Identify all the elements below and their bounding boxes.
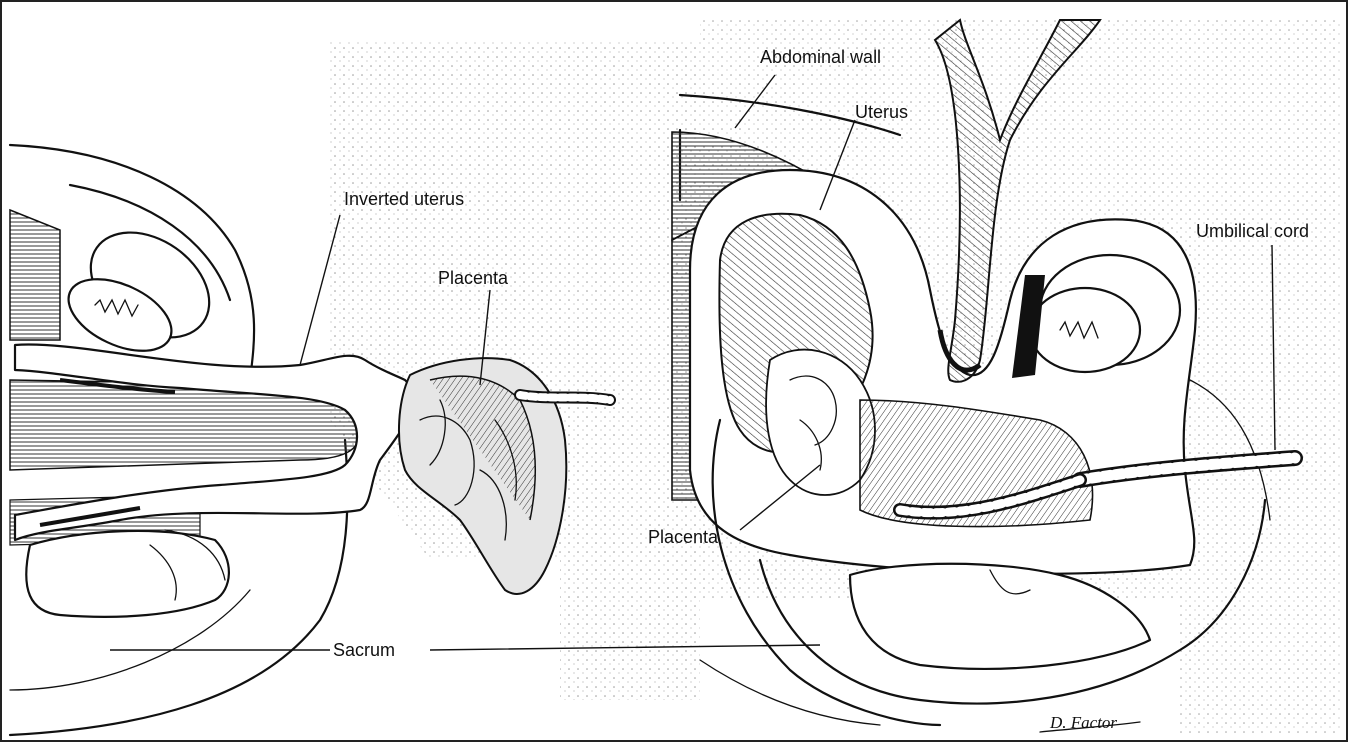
- label-abdominal-wall: Abdominal wall: [760, 47, 881, 67]
- label-sacrum: Sacrum: [333, 640, 395, 660]
- label-umbilical-cord: Umbilical cord: [1196, 221, 1309, 241]
- label-placenta-left: Placenta: [438, 268, 509, 288]
- label-placenta-right: Placenta: [648, 527, 719, 547]
- label-inverted-uterus: Inverted uterus: [344, 189, 464, 209]
- artist-signature: D. Factor: [1049, 713, 1117, 732]
- label-uterus: Uterus: [855, 102, 908, 122]
